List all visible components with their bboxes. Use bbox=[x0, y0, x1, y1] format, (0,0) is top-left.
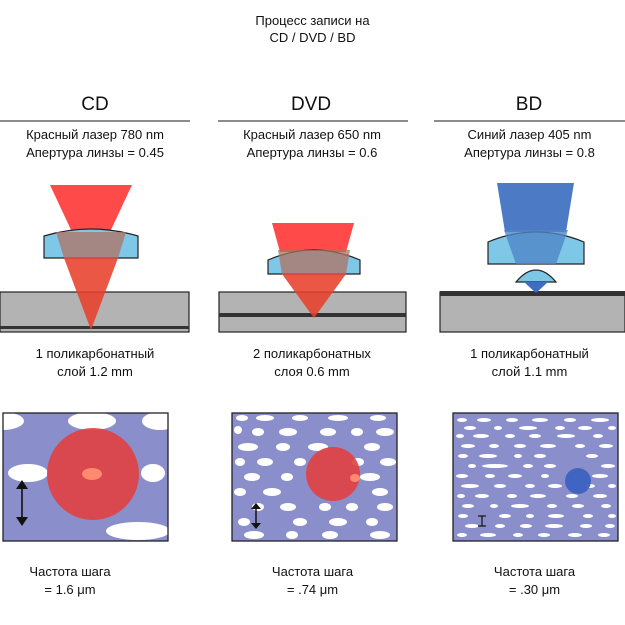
cd-layer-line-1: 1 поликарбонатный bbox=[35, 346, 155, 361]
bd-focus-cone-icon bbox=[524, 282, 548, 293]
cd-focus-cone-icon bbox=[64, 258, 118, 330]
dvd-laser-beam-icon bbox=[272, 223, 354, 252]
bd-laser: Синий лазер 405 nm bbox=[467, 127, 592, 142]
cd-heading: CD bbox=[81, 94, 109, 115]
bd-pits bbox=[456, 418, 616, 537]
bd-pitch-value: = .30 μm bbox=[508, 582, 561, 597]
cd-pitch-arrow-icon bbox=[16, 480, 28, 526]
dvd-layer-line-1: 2 поликарбонатных bbox=[253, 346, 371, 361]
dvd-focus-cone-icon bbox=[282, 274, 346, 318]
dvd-pitch-label: Частота шага bbox=[271, 564, 354, 579]
cd-laser-beam-icon bbox=[50, 185, 132, 232]
bd-aperture: Апертура линзы = 0.8 bbox=[464, 145, 595, 160]
dvd-spot-core bbox=[350, 474, 360, 482]
bd-disc-substrate bbox=[439, 291, 625, 333]
dvd-pit-panel bbox=[231, 412, 398, 542]
cd-layer-line-2: слой 1.2 mm bbox=[57, 364, 133, 379]
bd-panel-border bbox=[452, 412, 619, 542]
bd-pit-panel bbox=[452, 412, 619, 542]
dvd-layer-line-2: слоя 0.6 mm bbox=[274, 364, 350, 379]
bd-pitch-arrow-icon bbox=[478, 515, 486, 527]
bd-secondary-lens-icon bbox=[514, 269, 558, 283]
bd-laser-spot-icon bbox=[565, 468, 591, 494]
cd-beam-through-lens bbox=[56, 232, 126, 258]
cd-panel-border bbox=[2, 412, 169, 542]
bd-pitch: Частота шага = .30 μm bbox=[462, 563, 607, 599]
title-line-2: CD / DVD / BD bbox=[269, 30, 356, 45]
cd-specs: Красный лазер 780 nm Апертура линзы = 0.… bbox=[0, 126, 190, 162]
dvd-pitch-arrow-icon bbox=[251, 503, 261, 529]
dvd-optics bbox=[218, 223, 407, 333]
cd-pit-panel bbox=[2, 412, 169, 542]
dvd-specs: Красный лазер 650 nm Апертура линзы = 0.… bbox=[216, 126, 408, 162]
dvd-heading-rule bbox=[218, 120, 408, 122]
cd-laser: Красный лазер 780 nm bbox=[26, 127, 164, 142]
cd-pits bbox=[3, 413, 168, 540]
cd-pitch: Частота шага = 1.6 μm bbox=[0, 563, 140, 599]
bd-laser-beam-icon bbox=[497, 183, 574, 232]
dvd-heading: DVD bbox=[290, 94, 332, 115]
cd-heading-rule bbox=[0, 120, 190, 122]
bd-layer-line-1: 1 поликарбонатный bbox=[470, 346, 589, 361]
dvd-pits bbox=[234, 415, 396, 539]
bd-pitch-label: Частота шага bbox=[493, 564, 576, 579]
dvd-laser: Красный лазер 650 nm bbox=[243, 127, 381, 142]
bd-heading-rule bbox=[434, 120, 625, 122]
bd-layer-line-2: слой 1.1 mm bbox=[491, 364, 568, 379]
dvd-layer-info: 2 поликарбонатных слоя 0.6 mm bbox=[216, 345, 408, 381]
dvd-laser-spot-icon bbox=[306, 447, 360, 501]
dvd-panel-border bbox=[231, 412, 398, 542]
cd-pitch-value: = 1.6 μm bbox=[44, 582, 96, 597]
bd-heading: BD bbox=[515, 94, 543, 115]
dvd-aperture: Апертура линзы = 0.6 bbox=[246, 145, 378, 160]
dvd-pitch-value: = .74 μm bbox=[286, 582, 339, 597]
dvd-pitch: Частота шага = .74 μm bbox=[240, 563, 385, 599]
cd-layer-info: 1 поликарбонатный слой 1.2 mm bbox=[0, 345, 190, 381]
bd-optics bbox=[439, 183, 625, 333]
cd-optics bbox=[0, 185, 190, 333]
diagram-title: Процесс записи на CD / DVD / BD bbox=[0, 12, 625, 46]
bd-specs: Синий лазер 405 nm Апертура линзы = 0.8 bbox=[434, 126, 625, 162]
cd-data-layer bbox=[0, 326, 189, 329]
cd-pitch-label: Частота шага bbox=[29, 564, 111, 579]
title-line-1: Процесс записи на bbox=[255, 13, 370, 28]
cd-spot-core bbox=[82, 468, 102, 480]
cd-aperture: Апертура линзы = 0.45 bbox=[26, 145, 164, 160]
bd-cover-layer bbox=[440, 291, 625, 296]
bd-beam-through-lens bbox=[504, 230, 568, 264]
bd-layer-info: 1 поликарбонатный слой 1.1 mm bbox=[434, 345, 625, 381]
dvd-beam-through-lens bbox=[278, 250, 350, 274]
